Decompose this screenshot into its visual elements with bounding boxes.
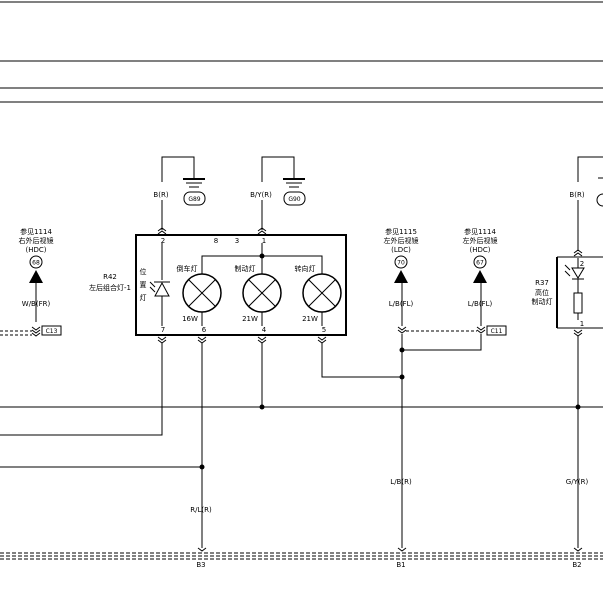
position-lamp-char-2: 置 xyxy=(140,281,147,289)
connector-c13-chevrons xyxy=(31,326,41,337)
ref-67-arrow xyxy=(473,270,487,283)
ground-label-g90: G90 xyxy=(288,196,300,203)
pin-8: 8 xyxy=(214,237,218,245)
ground-label-g89: G89 xyxy=(188,196,200,203)
r37-led-symbol xyxy=(564,258,585,320)
pin-6: 6 xyxy=(202,326,207,334)
ref-68-circle xyxy=(29,255,43,269)
connector-c11-chevrons xyxy=(397,326,486,334)
ref-70-code: (LDC) xyxy=(391,246,411,254)
lamp-name-turn: 转向灯 xyxy=(295,264,316,273)
wire-label-lbfl-1: L/B(FL) xyxy=(389,300,414,308)
r42-name: 左后组合灯-1 xyxy=(89,283,131,292)
wire-c11-link xyxy=(402,334,482,351)
lamp-reverse xyxy=(182,273,222,313)
pin-7: 7 xyxy=(161,326,165,334)
r37-pin-top: 2 xyxy=(580,260,584,268)
wires-below-r42 xyxy=(0,343,603,548)
lamp-watt-reverse: 16W xyxy=(182,315,198,323)
bottom-bus xyxy=(0,547,603,560)
ref-68-name: 右外后视镜 xyxy=(19,236,54,245)
lamp-brake xyxy=(242,273,282,313)
ref-70-name: 左外后视镜 xyxy=(384,236,419,245)
ref-70-number: 70 xyxy=(397,260,405,267)
ref-68-arrow xyxy=(29,270,43,283)
position-lamp-char-1: 位 xyxy=(140,267,147,276)
r42-internal-wiring xyxy=(161,243,323,326)
ref-67-name: 左外后视镜 xyxy=(463,236,498,245)
ground-right-partial xyxy=(577,156,603,207)
bus-point-b3: B3 xyxy=(196,561,205,569)
ground-g90: G90 xyxy=(261,156,306,206)
pin-1: 1 xyxy=(262,237,266,245)
wire-label-gyr: G/Y(R) xyxy=(566,478,589,486)
pin-2: 2 xyxy=(161,237,165,245)
ground-g89: G89 xyxy=(161,156,206,206)
lamp-name-reverse: 倒车灯 xyxy=(177,264,198,273)
ref-67-code: (HDC) xyxy=(469,246,490,254)
wire-label-br-right: B(R) xyxy=(569,191,584,199)
pin-5: 5 xyxy=(322,326,326,334)
pin-4: 4 xyxy=(262,326,267,334)
r37-top-connector xyxy=(573,249,583,257)
ref-70-circle xyxy=(394,255,408,269)
wire-label-lbfl-2: L/B(FL) xyxy=(468,300,493,308)
connector-c11-box xyxy=(486,325,507,336)
r37-name-2: 制动灯 xyxy=(532,297,553,306)
ref-67-circle xyxy=(473,255,487,269)
lamp-watt-turn: 21W xyxy=(302,315,318,323)
ref-70-arrow xyxy=(394,270,408,283)
ref-67-number: 67 xyxy=(476,260,484,267)
lamp-name-brake: 制动灯 xyxy=(235,264,256,273)
connector-c13-box xyxy=(41,325,62,336)
wire-label-byr: B/Y(R) xyxy=(250,191,272,199)
ref-68-see: 参见1114 xyxy=(20,227,52,236)
r37-pin-bot: 1 xyxy=(580,320,584,328)
ref-70-see: 参见1115 xyxy=(385,227,417,236)
ref-68-number: 68 xyxy=(32,260,40,267)
r42-top-connectors xyxy=(157,227,267,235)
bus-point-b2: B2 xyxy=(572,561,581,569)
r42-bottom-connectors xyxy=(157,336,327,344)
lamp-turn xyxy=(302,273,342,313)
connector-c11-label: C11 xyxy=(491,328,503,335)
ref-67-see: 参见1114 xyxy=(464,227,496,236)
r37-name-1: 高位 xyxy=(535,288,549,297)
pin-3: 3 xyxy=(235,237,239,245)
header-rules xyxy=(0,1,603,103)
wire-label-rlr: R/L(R) xyxy=(190,506,212,514)
r42-id: R42 xyxy=(103,273,117,281)
lamp-watt-brake: 21W xyxy=(242,315,258,323)
bus-point-b1: B1 xyxy=(396,561,405,569)
r37-id: R37 xyxy=(535,279,549,287)
position-lamp-char-3: 灯 xyxy=(140,293,147,302)
r37-bottom-connector xyxy=(573,329,583,337)
r42-component-box xyxy=(135,234,347,336)
wire-label-lbr: L/B(R) xyxy=(390,478,412,486)
position-led-symbol xyxy=(149,281,170,297)
wire-label-br-left: B(R) xyxy=(153,191,168,199)
connector-c13-label: C13 xyxy=(46,328,58,335)
ref-68-code: (HDC) xyxy=(25,246,46,254)
wire-label-wbfr: W/B(FR) xyxy=(22,300,51,308)
